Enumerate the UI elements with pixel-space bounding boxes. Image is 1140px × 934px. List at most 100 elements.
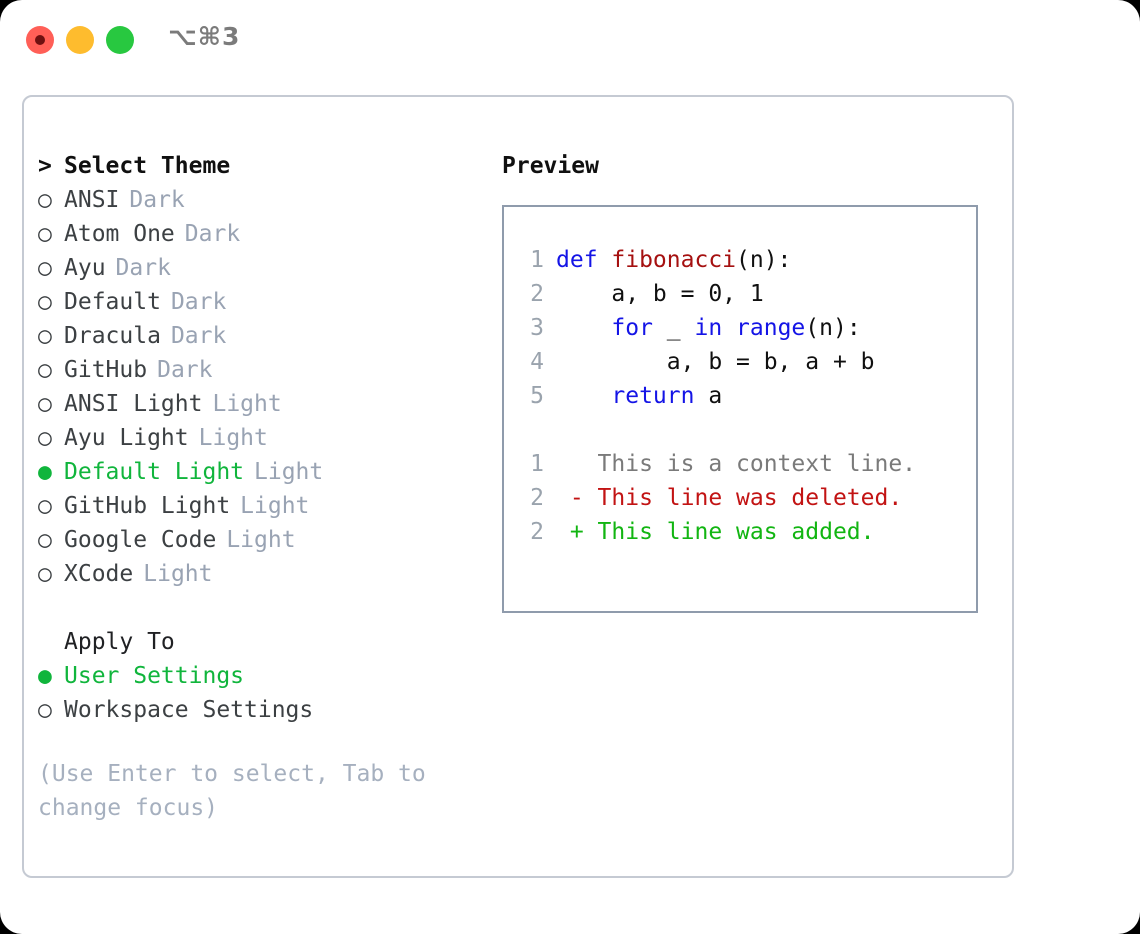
line-number: 1: [530, 451, 544, 477]
apply-to-option-name: Workspace Settings: [64, 697, 314, 723]
theme-option-name: Ayu Light: [64, 425, 189, 451]
code-token: range: [736, 315, 806, 341]
radio-selected-icon: ●: [38, 459, 52, 485]
list-spacer: [38, 591, 490, 625]
select-theme-header: >Select Theme: [38, 149, 490, 183]
theme-option-github-light[interactable]: ○ GitHub Light Light: [38, 489, 490, 523]
maximize-window-button[interactable]: [106, 26, 134, 54]
theme-option-tag: Dark: [115, 255, 171, 281]
apply-to-header: Apply To: [38, 625, 490, 659]
radio-unselected-icon: ○: [38, 425, 52, 451]
radio-unselected-icon: ○: [38, 391, 52, 417]
apply-to-marker-placeholder: [38, 625, 64, 659]
theme-option-name: Default: [64, 289, 161, 315]
theme-option-tag: Dark: [184, 221, 241, 247]
radio-unselected-icon: ○: [38, 357, 52, 383]
code-token: _: [652, 315, 695, 341]
code-token: return: [611, 383, 695, 409]
theme-option-name: ANSI Light: [64, 391, 203, 417]
theme-option-tag: Light: [240, 493, 310, 519]
keyboard-shortcut-label: ⌥⌘3: [168, 22, 241, 51]
apply-to-option-user-settings[interactable]: ● User Settings: [38, 659, 490, 693]
radio-unselected-icon: ○: [38, 697, 52, 723]
line-number: 2: [530, 519, 544, 545]
theme-option-tag: Dark: [157, 357, 213, 383]
theme-option-tag: Dark: [170, 289, 227, 315]
theme-option-tag: Light: [226, 527, 296, 553]
theme-option-name: Ayu: [64, 255, 106, 281]
code-token: def: [556, 247, 612, 273]
close-window-button[interactable]: [26, 26, 54, 54]
theme-option-tag: Light: [254, 459, 324, 485]
radio-selected-icon: ●: [38, 663, 52, 689]
code-token: [556, 383, 611, 409]
diff-line: 2 - This line was deleted.: [518, 481, 916, 515]
theme-option-ayu-light[interactable]: ○ Ayu Light Light: [38, 421, 490, 455]
line-number: 3: [530, 315, 544, 341]
line-number: 1: [530, 247, 544, 273]
theme-option-name: Atom One: [64, 221, 175, 247]
title-bar: ⌥⌘3: [0, 0, 1140, 78]
apply-to-option-workspace-settings[interactable]: ○ Workspace Settings: [38, 693, 490, 727]
code-token: [556, 315, 611, 341]
diff-sign: [556, 451, 598, 477]
theme-option-tag: Light: [212, 391, 282, 417]
keyboard-hint-text: (Use Enter to select, Tab to change focu…: [38, 761, 426, 821]
code-line: 5 return a: [518, 379, 916, 413]
prompt-caret-icon: >: [38, 153, 52, 179]
theme-option-atom-one[interactable]: ○ Atom One Dark: [38, 217, 490, 251]
code-token: (n):: [805, 315, 861, 341]
preview-gap: [518, 413, 916, 447]
code-line: 3 for _ in range(n):: [518, 311, 916, 345]
line-number: 2: [530, 281, 544, 307]
radio-unselected-icon: ○: [38, 493, 52, 519]
code-token: a, b = 0, 1: [556, 281, 764, 307]
theme-option-tag: Dark: [170, 323, 227, 349]
radio-unselected-icon: ○: [38, 561, 52, 587]
theme-option-name: Dracula: [64, 323, 161, 349]
apply-to-options-list[interactable]: ● User Settings ○ Workspace Settings: [38, 659, 490, 727]
theme-option-github[interactable]: ○ GitHub Dark: [38, 353, 490, 387]
theme-option-name: GitHub Light: [64, 493, 231, 519]
apply-to-option-name: User Settings: [64, 663, 245, 689]
theme-option-name: Google Code: [64, 527, 217, 553]
theme-option-tag: Dark: [129, 187, 185, 213]
theme-option-ansi-light[interactable]: ○ ANSI Light Light: [38, 387, 490, 421]
code-token: (n):: [736, 247, 792, 273]
code-token: in: [694, 315, 723, 341]
theme-option-tag: Light: [198, 425, 268, 451]
apply-to-label: Apply To: [64, 629, 175, 655]
minimize-window-button[interactable]: [66, 26, 94, 54]
theme-option-name: Default Light: [64, 459, 245, 485]
theme-option-name: GitHub: [64, 357, 148, 383]
radio-unselected-icon: ○: [38, 527, 52, 553]
code-token: [722, 315, 736, 341]
diff-text: This line was added.: [597, 519, 875, 545]
theme-option-google-code[interactable]: ○ Google Code Light: [38, 523, 490, 557]
radio-unselected-icon: ○: [38, 187, 52, 213]
radio-unselected-icon: ○: [38, 289, 52, 315]
radio-unselected-icon: ○: [38, 221, 52, 247]
diff-sign: -: [556, 485, 598, 511]
code-token: a: [694, 383, 723, 409]
code-token: for: [611, 315, 653, 341]
theme-option-tag: Light: [143, 561, 213, 587]
theme-option-default[interactable]: ○ Default Dark: [38, 285, 490, 319]
theme-option-default-light[interactable]: ● Default Light Light: [38, 455, 490, 489]
code-line: 4 a, b = b, a + b: [518, 345, 916, 379]
radio-unselected-icon: ○: [38, 255, 52, 281]
theme-option-ayu[interactable]: ○ Ayu Dark: [38, 251, 490, 285]
code-line: 2 a, b = 0, 1: [518, 277, 916, 311]
line-number: 4: [530, 349, 544, 375]
diff-text: This is a context line.: [597, 451, 917, 477]
preview-title: Preview: [502, 153, 599, 179]
